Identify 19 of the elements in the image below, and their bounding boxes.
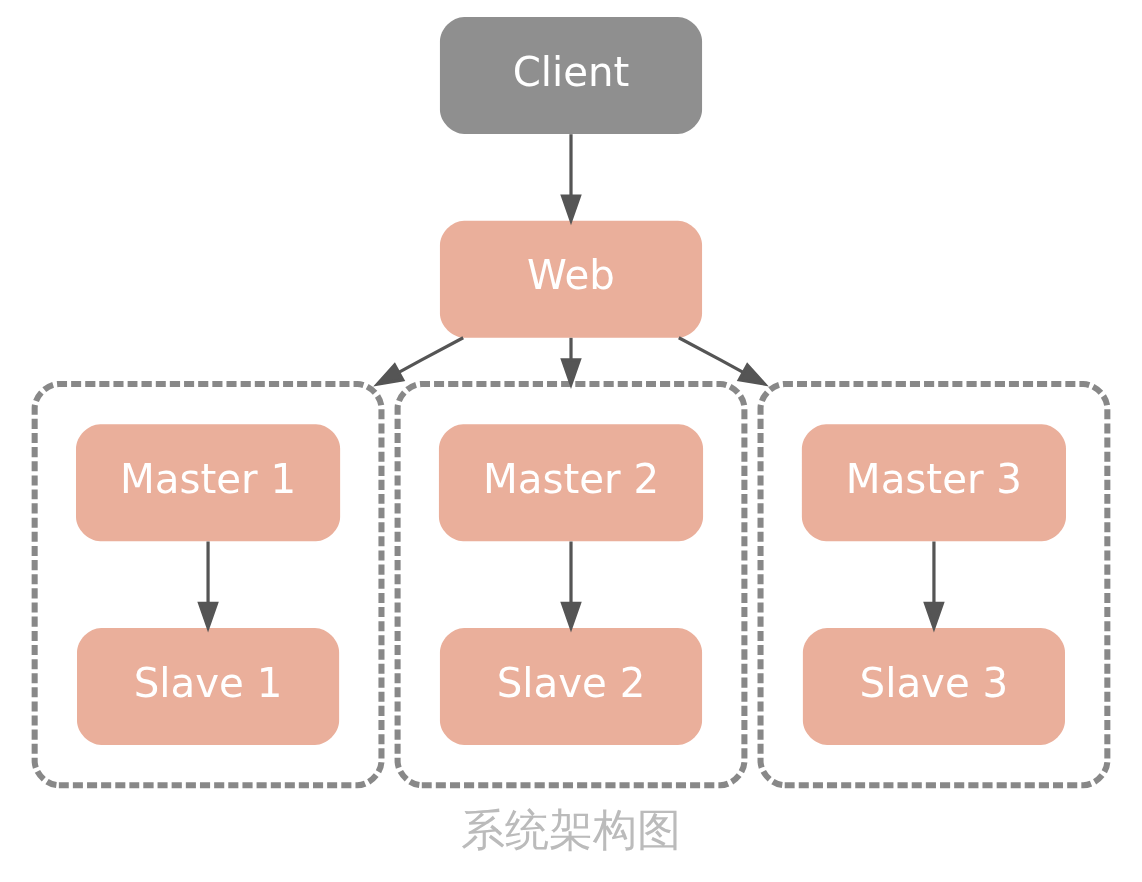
node-box: Slave 1 [77, 627, 340, 745]
node-box: Master 1 [76, 423, 341, 541]
node-box: Master 3 [801, 423, 1066, 541]
caption: 系统架构图 [461, 803, 681, 855]
cluster [757, 380, 1111, 788]
arrow [560, 541, 582, 633]
node-box: Web [439, 220, 703, 338]
arrow [197, 541, 219, 633]
arrow [560, 133, 582, 225]
node-box: Client [439, 16, 703, 134]
node-box: Slave 3 [802, 627, 1065, 745]
arrow [678, 335, 769, 386]
arrow [560, 337, 582, 389]
arrow [923, 541, 945, 633]
node-box: Slave 2 [439, 627, 703, 745]
arrow [373, 335, 464, 386]
cluster [394, 380, 748, 788]
cluster [31, 380, 385, 788]
node-box: Master 2 [438, 423, 704, 541]
